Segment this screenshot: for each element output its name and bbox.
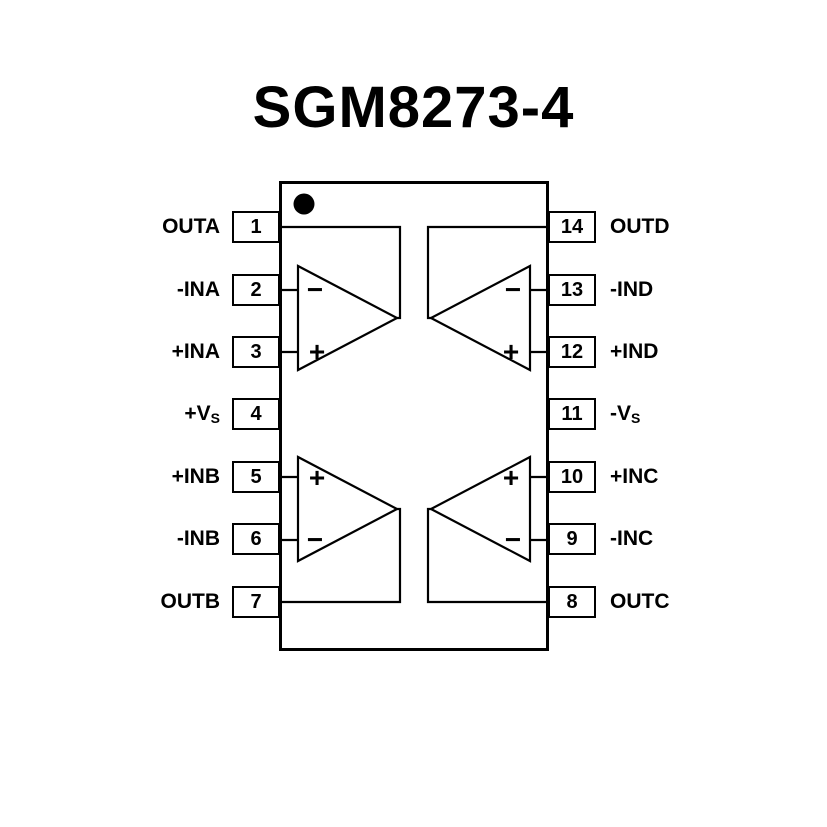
pin1-marker-dot (293, 193, 315, 215)
pin-2-label: -INA (176, 278, 220, 301)
pin-8-box: 8 (548, 586, 596, 618)
pin-9-box: 9 (548, 523, 596, 555)
pin-12-number: 12 (560, 340, 584, 363)
pin-8-number: 8 (566, 590, 578, 613)
opamp-d-triangle (428, 264, 532, 372)
pin-7-number: 7 (250, 590, 262, 613)
pin-9-number: 9 (566, 527, 578, 550)
pin-5-box: 5 (232, 461, 280, 493)
pin-13-label: -IND (610, 278, 654, 301)
pin-11-number: 11 (561, 402, 583, 425)
pin-6-label: -INB (176, 527, 220, 550)
pin-3-box: 3 (232, 336, 280, 368)
pin-10-box: 10 (548, 461, 596, 493)
chip-title: SGM8273-4 (252, 75, 575, 140)
pin-9-label: -INC (610, 527, 654, 550)
opamp-b-noninverting-sign: + (309, 462, 325, 493)
pin-1-box: 1 (232, 211, 280, 243)
pin-2-box: 2 (232, 274, 280, 306)
pin-6-number: 6 (250, 527, 262, 550)
pin-14-label: OUTD (610, 215, 670, 238)
pin-7-box: 7 (232, 586, 280, 618)
pin-7-label: OUTB (160, 590, 221, 613)
pin-13-number: 13 (560, 278, 584, 301)
opamp-a-inverting-sign: − (307, 274, 323, 305)
opamp-c-inverting-sign: − (505, 524, 521, 555)
opamp-b-inverting-sign: − (307, 524, 323, 555)
pin-10-label: +INC (610, 465, 659, 488)
pin-1-number: 1 (250, 215, 262, 238)
pin-8-label: OUTC (610, 590, 670, 613)
pin-14-box: 14 (548, 211, 596, 243)
opamp-a-noninverting-sign: + (309, 336, 325, 367)
pin-10-number: 10 (560, 465, 584, 488)
pin-5-label: +INB (171, 465, 220, 488)
opamp-d-noninverting-sign: + (503, 336, 519, 367)
pin-3-label: +INA (171, 340, 220, 363)
opamp-b-triangle (296, 455, 400, 563)
pin-11-box: 11 (548, 398, 596, 430)
pin-14-number: 14 (560, 215, 584, 238)
pin-4-number: 4 (250, 402, 262, 425)
pin-13-box: 13 (548, 274, 596, 306)
pin-12-box: 12 (548, 336, 596, 368)
ic-package-outline (279, 181, 549, 651)
opamp-a-triangle (296, 264, 400, 372)
opamp-c-triangle (428, 455, 532, 563)
pin-1-label: OUTA (162, 215, 220, 238)
pin-4-box: 4 (232, 398, 280, 430)
pin-4-label: +VS (184, 402, 220, 426)
pin-5-number: 5 (250, 465, 262, 488)
pin-2-number: 2 (250, 278, 262, 301)
opamp-d-inverting-sign: − (505, 274, 521, 305)
pin-6-box: 6 (232, 523, 280, 555)
pin-12-label: +IND (610, 340, 659, 363)
pin-11-label: -VS (610, 402, 641, 426)
pin-3-number: 3 (250, 340, 262, 363)
opamp-c-noninverting-sign: + (503, 462, 519, 493)
